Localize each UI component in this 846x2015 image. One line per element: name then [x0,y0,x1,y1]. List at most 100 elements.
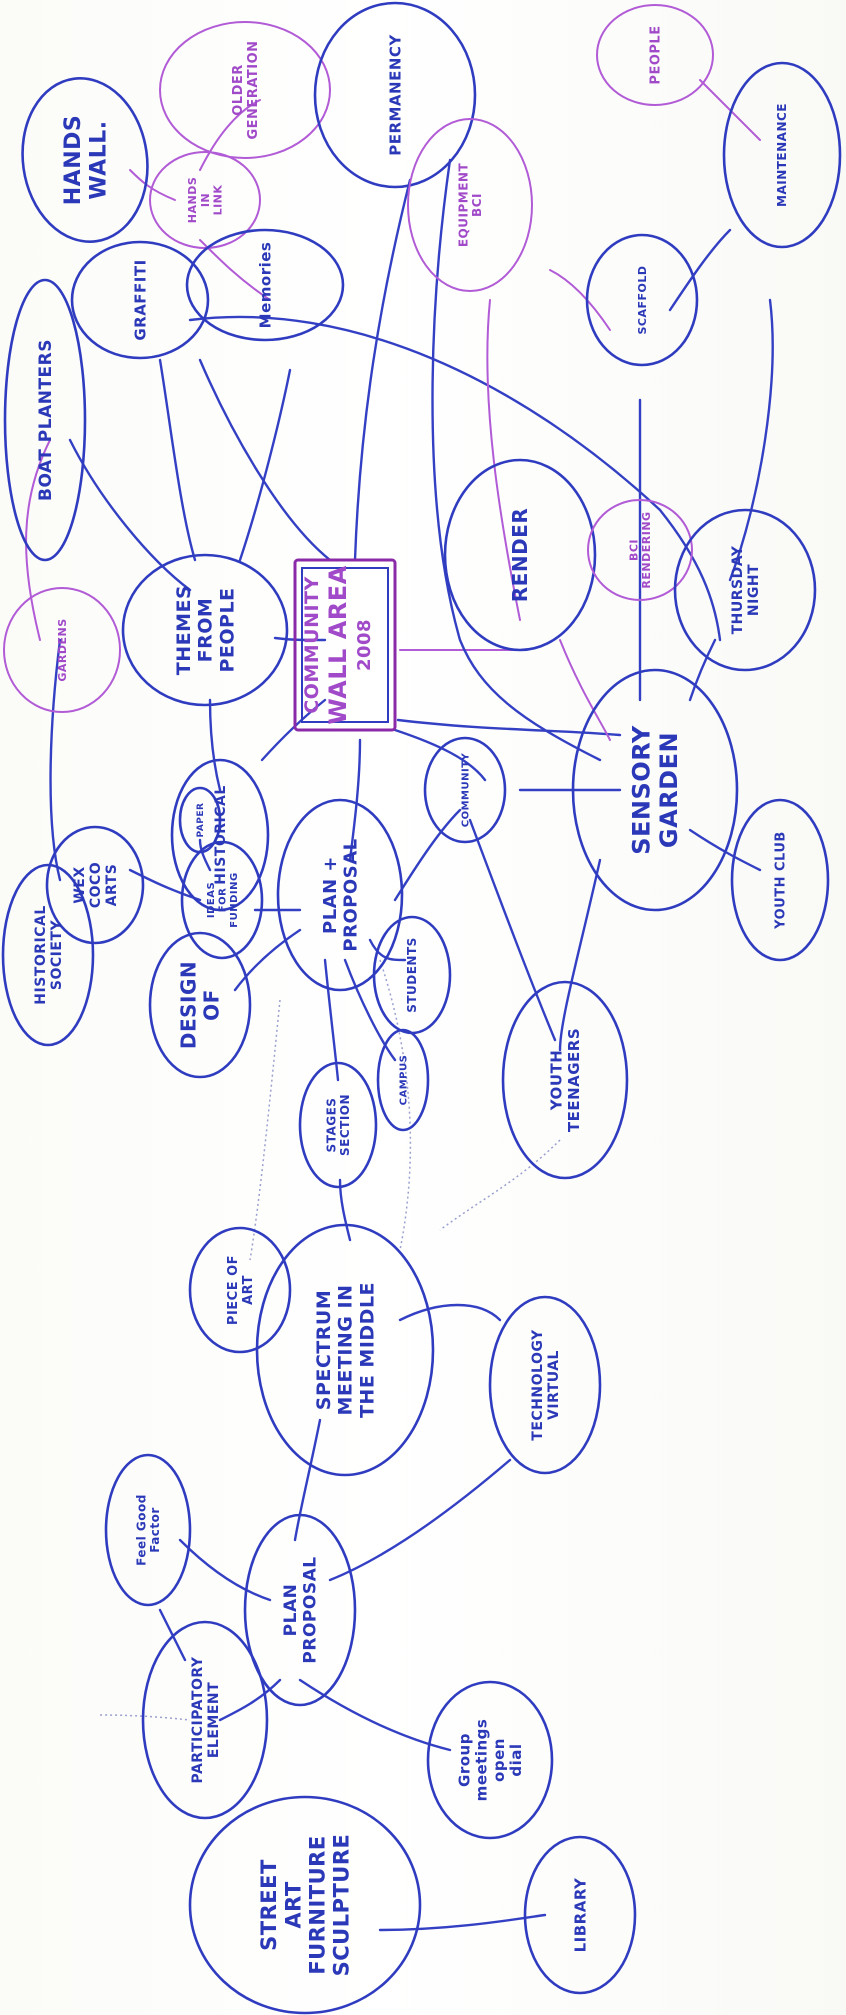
hands-wall-text-line: WALL. [86,120,111,199]
campus-text-line: CAMPUS [399,1055,410,1106]
label-boat-planters: BOAT PLANTERS [36,339,56,501]
edge-plan-stages [323,958,340,1082]
historical-society-text-line: SOCIETY [49,920,65,991]
edge-wex-historical-society [49,638,62,882]
edge-stages-spectrum [338,1178,352,1242]
label-scaffold: SCAFFOLD [636,265,649,334]
node-themes [121,553,289,707]
street-art-text-line: ART [281,1881,305,1928]
spectrum-text-line: SPECTRUM [313,1290,335,1410]
boat-planters-text-line: BOAT PLANTERS [36,339,56,501]
node-street-art [188,1795,422,2015]
edge-themes-historical [208,698,222,792]
street-art-text-line: FURNITURE [305,1835,329,1974]
node-older-generation [159,21,331,159]
label-render: RENDER [508,508,532,602]
node-community [423,736,507,844]
node-scaffold [585,233,699,367]
edge-faint-participatory [99,1714,191,1721]
label-community: COMMUNITY [461,752,472,827]
stages-section-text-line: STAGES [324,1098,338,1153]
node-stages-section [298,1061,378,1189]
group-meetings-text-line: Group [455,1733,473,1787]
node-people [596,4,714,106]
node-boat-planters [3,278,87,562]
label-graffiti: GRAFFITI [131,259,149,340]
themes-text-line: FROM [195,598,217,663]
node-hands-in-link [149,151,261,249]
edge-sensory-youth [558,858,602,1052]
permanency-text-line: PERMANENCY [386,34,404,156]
node-wex-coco [45,825,145,945]
edge-graffiti-thursday [188,315,722,642]
edge-plan-campus [343,958,397,1062]
group-meetings-text-line: meetings [473,1719,491,1802]
older-generation-text-line: OLDER [231,64,246,116]
node-bci-rendering [587,499,693,601]
node-youth-club [730,798,830,962]
sensory-garden-text-line: GARDEN [655,732,683,848]
edge-sensory-youthclub [688,828,762,872]
group-meetings-text-line: dial [507,1743,525,1776]
edge-center-permanency [353,178,412,562]
hands-in-link-text-line: HANDS [186,177,199,223]
node-hands-wall [21,77,149,243]
node-center-inner [301,567,389,723]
plan-proposal-text-line: PLAN + [320,856,341,934]
piece-of-art-text-line: ART [241,1275,256,1305]
label-youth-club: YOUTH CLUB [774,831,789,930]
node-spectrum [255,1223,435,1477]
node-maintenance [722,61,842,249]
wex-coco-text-line: WEX [72,866,88,903]
label-memories: Memories [256,242,274,329]
gardens-text-line: GARDENS [56,618,69,681]
youth-club-text-line: YOUTH CLUB [774,831,789,930]
bci-rendering-text-line: BCI [628,539,641,561]
edge-center-plan [348,738,362,862]
label-permanency: PERMANENCY [386,34,404,156]
street-art-text-line: SCULPTURE [330,1834,354,1977]
node-youth-teenagers [501,980,629,1180]
label-center: COMMUNITY WALL AREA 2008 [301,565,375,724]
hands-in-link-text-line: IN [199,193,212,207]
edge-spectrum-tech [398,1303,502,1322]
edge-tech-plan2 [328,1458,512,1582]
scaffold-text-line: SCAFFOLD [636,265,649,334]
label-students: STUDENTS [405,937,419,1013]
node-plan-proposal [276,798,404,992]
center-line-1: COMMUNITY [301,576,323,714]
node-center [293,558,397,732]
sensory-garden-text-line: SENSORY [628,725,656,855]
edge-center-sensory [396,718,622,737]
node-thursday-night [673,508,817,672]
node-participatory [141,1620,269,1820]
node-library [523,1835,637,1995]
edge-themes-graffiti [158,358,197,562]
equipment-text-line: EQUIPMENT [456,163,470,248]
render-text-line: RENDER [508,508,532,602]
feel-good-text-line: Factor [148,1507,162,1553]
edge-scaffold-equipment [549,269,611,331]
node-historical [170,758,270,912]
node-graffiti [70,240,210,360]
edge-faint-youth-tech [439,1139,561,1231]
node-gardens [3,587,121,713]
pencil-small-text-line: PAPER [196,803,206,838]
edge-hands-older [199,99,261,171]
edge-feelgood-participatory [158,1608,187,1662]
edge-ideas-pencil [198,838,212,872]
stages-section-text-line: SECTION [338,1094,352,1156]
street-art-text-line: STREET [257,1859,281,1951]
maintenance-text-line: MAINTENANCE [775,103,789,207]
